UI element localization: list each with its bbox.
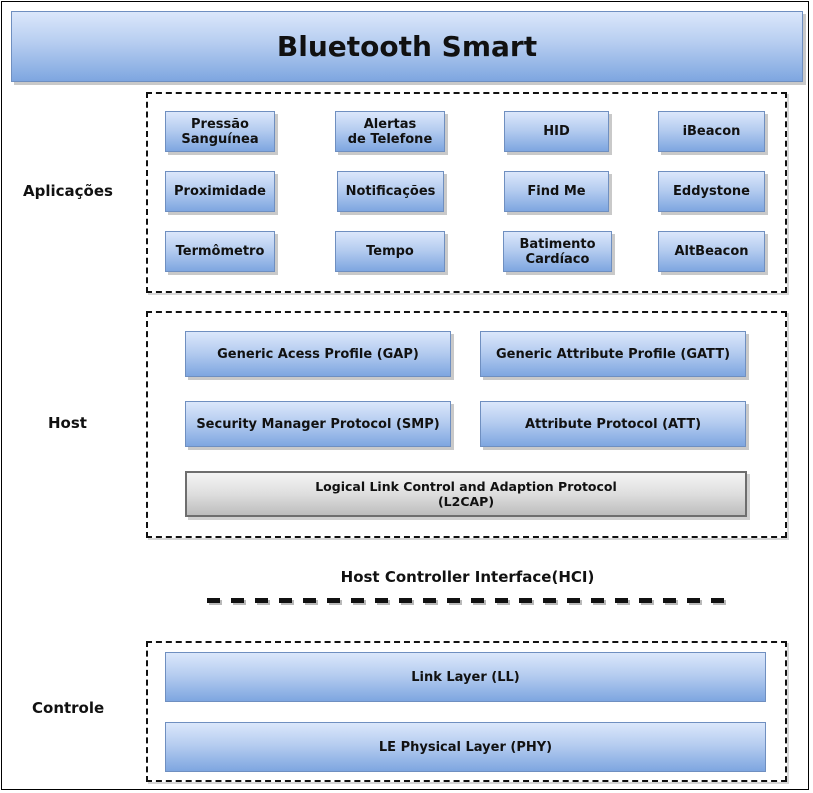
- gap-label: Generic Acess Profile (GAP): [217, 346, 419, 362]
- app-label: Eddystone: [673, 184, 750, 199]
- l2cap-box: Logical Link Control and Adaption Protoc…: [185, 471, 747, 517]
- app-label: iBeacon: [682, 124, 741, 139]
- att-label: Attribute Protocol (ATT): [524, 416, 702, 432]
- link-layer-label: Link Layer (LL): [411, 669, 520, 685]
- app-box-proximidade: Proximidade: [165, 171, 275, 212]
- gap-box: Generic Acess Profile (GAP): [185, 331, 451, 377]
- app-label: Proximidade: [174, 184, 266, 199]
- app-box-notificacoes: Notificações: [337, 171, 444, 212]
- app-box-pressao-sanguinea: Pressão Sanguínea: [165, 111, 275, 152]
- app-box-tempo: Tempo: [335, 231, 445, 272]
- link-layer-box: Link Layer (LL): [165, 652, 766, 702]
- gatt-box: Generic Attribute Profile (GATT): [480, 331, 746, 377]
- app-label: AltBeacon: [674, 244, 749, 259]
- applications-container: [146, 92, 787, 293]
- l2cap-label-line2: (L2CAP): [437, 494, 495, 509]
- app-label: HID: [543, 124, 570, 139]
- diagram-title: Bluetooth Smart: [276, 29, 538, 63]
- smp-box: Security Manager Protocol (SMP): [185, 401, 451, 447]
- app-box-hid: HID: [504, 111, 609, 152]
- app-box-find-me: Find Me: [504, 171, 609, 212]
- app-box-termometro: Termômetro: [165, 231, 275, 272]
- att-box: Attribute Protocol (ATT): [480, 401, 746, 447]
- app-label: Termômetro: [175, 244, 265, 259]
- l2cap-label-line1: Logical Link Control and Adaption Protoc…: [315, 479, 617, 494]
- smp-label: Security Manager Protocol (SMP): [196, 416, 440, 432]
- host-container: [146, 311, 787, 538]
- applications-label: Aplicações: [23, 182, 113, 200]
- app-label: Pressão Sanguínea: [181, 116, 259, 147]
- app-box-alertas-telefone: Alertas de Telefone: [335, 111, 445, 152]
- physical-layer-box: LE Physical Layer (PHY): [165, 722, 766, 772]
- gatt-label: Generic Attribute Profile (GATT): [495, 346, 731, 362]
- physical-layer-label: LE Physical Layer (PHY): [378, 739, 553, 755]
- app-box-altbeacon: AltBeacon: [658, 231, 765, 272]
- controller-label: Controle: [32, 699, 105, 717]
- app-box-ibeacon: iBeacon: [658, 111, 765, 152]
- app-label: Find Me: [527, 184, 586, 199]
- controller-container: [146, 641, 787, 782]
- app-box-batimento-cardiaco: Batimento Cardíaco: [503, 231, 612, 272]
- app-label: Tempo: [366, 244, 414, 259]
- app-label: Alertas de Telefone: [347, 116, 433, 147]
- host-label: Host: [48, 414, 87, 432]
- title-box: Bluetooth Smart: [11, 11, 803, 82]
- app-box-eddystone: Eddystone: [658, 171, 765, 212]
- app-label: Batimento Cardíaco: [519, 236, 596, 267]
- app-label: Notificações: [345, 184, 436, 199]
- hci-label: Host Controller Interface(HCI): [340, 568, 595, 586]
- hci-dashed-divider: [207, 598, 727, 603]
